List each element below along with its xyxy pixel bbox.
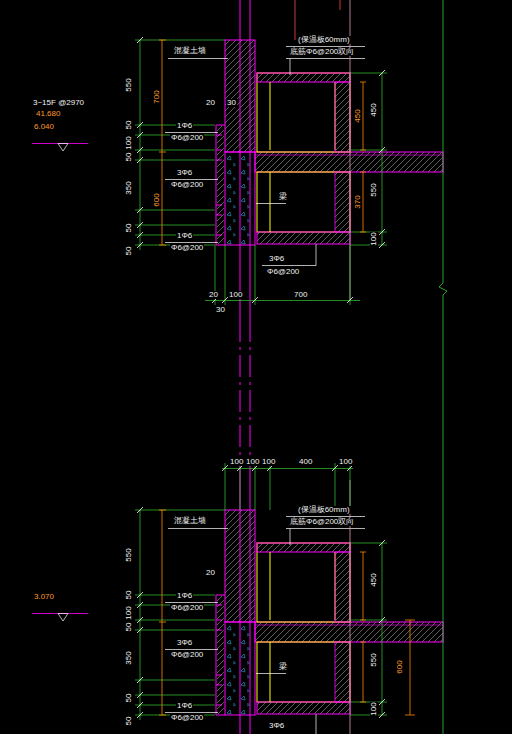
note-label: 底筋Φ6@200双向 xyxy=(289,48,355,56)
note-label: 41.680 xyxy=(35,110,61,118)
dimension-label: 50 xyxy=(125,120,133,131)
note-label: Φ6@200 xyxy=(170,181,204,189)
note-label: Φ6@200 xyxy=(170,714,204,722)
note-label: (保温板60mm) xyxy=(297,36,351,44)
dimension-label: 50 xyxy=(125,622,133,633)
note-label: 底筋Φ6@200双向 xyxy=(289,518,355,526)
note-label: 400 xyxy=(298,458,313,466)
note-label: 1Φ6 xyxy=(176,592,193,600)
dimension-label: 50 xyxy=(125,223,133,234)
dimension-label: 100 xyxy=(370,231,378,246)
note-label: 梁 xyxy=(278,663,288,671)
note-label: 混凝土墙 xyxy=(173,47,207,55)
note-label: 30 xyxy=(226,99,237,107)
dimension-label: 450 xyxy=(354,108,362,123)
note-label: Φ6@200 xyxy=(170,651,204,659)
dimension-label: 700 xyxy=(153,89,161,104)
dimension-label: 370 xyxy=(354,194,362,209)
note-label: Φ6@200 xyxy=(170,604,204,612)
note-label: 100 xyxy=(261,458,276,466)
note-label: 3.070 xyxy=(33,593,55,601)
note-label: 20 xyxy=(208,291,219,299)
note-label: 混凝土墙 xyxy=(173,517,207,525)
dimension-label: 100 xyxy=(370,701,378,716)
dimension-label: 550 xyxy=(370,652,378,667)
dimension-label: 350 xyxy=(125,180,133,195)
note-label: 100 xyxy=(245,458,260,466)
note-label: (保温板60mm) xyxy=(297,506,351,514)
note-label: 100 xyxy=(338,458,353,466)
note-label: 1Φ6 xyxy=(176,702,193,710)
dimension-label: 50 xyxy=(125,590,133,601)
note-label: 100 xyxy=(228,291,243,299)
note-label: 30 xyxy=(215,306,226,314)
dimension-label: 100 xyxy=(125,135,133,150)
note-label: Φ6@200 xyxy=(170,244,204,252)
dimension-label: 50 xyxy=(125,693,133,704)
dimension-label: 550 xyxy=(125,77,133,92)
note-label: 3~15F @2970 xyxy=(32,99,85,107)
note-label: 6.040 xyxy=(33,123,55,131)
note-label: 1Φ6 xyxy=(176,232,193,240)
note-label: 3Φ6 xyxy=(176,639,193,647)
note-label: Φ6@200 xyxy=(266,268,300,276)
dimension-label: 600 xyxy=(153,192,161,207)
note-label: 梁 xyxy=(278,193,288,201)
dimension-label: 50 xyxy=(125,152,133,163)
note-label: 20 xyxy=(205,569,216,577)
note-label: 3Φ6 xyxy=(176,169,193,177)
note-label: 1Φ6 xyxy=(176,122,193,130)
note-label: 3Φ6 xyxy=(268,722,285,730)
dimension-label: 450 xyxy=(370,102,378,117)
dimension-label: 450 xyxy=(370,572,378,587)
dimension-label: 600 xyxy=(396,659,404,674)
dimension-label: 550 xyxy=(125,547,133,562)
dimension-label: 350 xyxy=(125,650,133,665)
note-label: Φ6@200 xyxy=(170,134,204,142)
dimension-label: 550 xyxy=(370,182,378,197)
note-label: 3Φ6 xyxy=(268,255,285,263)
dimension-label: 50 xyxy=(125,246,133,257)
dimension-label: 100 xyxy=(125,605,133,620)
note-label: 100 xyxy=(229,458,244,466)
note-label: 700 xyxy=(293,291,308,299)
note-label: 20 xyxy=(205,99,216,107)
dimension-label: 50 xyxy=(125,716,133,727)
